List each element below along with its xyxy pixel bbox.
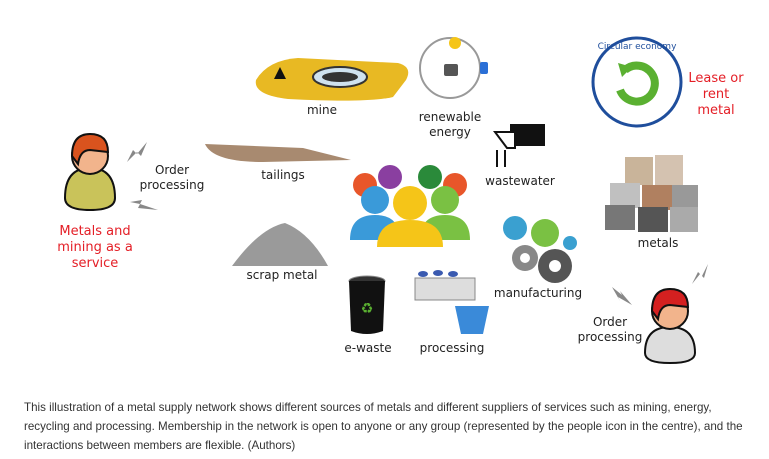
metal-cubes-illustration xyxy=(605,155,698,232)
svg-text:♻: ♻ xyxy=(361,301,374,317)
scrap-metal-label: scrap metal xyxy=(246,268,318,282)
mine-illustration xyxy=(255,58,409,101)
wastewater-label: wastewater xyxy=(485,174,555,188)
scrap-metal-pile xyxy=(232,223,328,266)
processing-machine-icon xyxy=(414,270,489,334)
wastewater-icon xyxy=(493,124,545,167)
figure-caption: This illustration of a metal supply netw… xyxy=(24,401,743,452)
operator-avatar-right xyxy=(643,287,697,365)
lightning-icon xyxy=(127,142,147,162)
e-waste-label: e-waste xyxy=(344,341,392,355)
processing-label: processing xyxy=(419,341,485,355)
recycle-bin-icon: ♻ xyxy=(348,275,386,334)
people-group-icon xyxy=(350,165,470,247)
lightning-icon xyxy=(612,287,632,305)
tailings-label: tailings xyxy=(261,168,305,182)
lightning-icon xyxy=(692,264,708,284)
circular-economy-label: Circular economy xyxy=(597,42,677,52)
metals-label: metals xyxy=(637,236,679,250)
renewable-energy-icon xyxy=(419,37,488,99)
lightning-icon xyxy=(130,200,158,210)
circular-economy-icon xyxy=(591,36,683,128)
operator-avatar-left xyxy=(63,132,117,212)
manufacturing-label: manufacturing xyxy=(493,286,583,300)
gears-icon xyxy=(503,216,577,283)
mine-label: mine xyxy=(306,103,338,117)
tailings-illustration xyxy=(205,144,351,162)
